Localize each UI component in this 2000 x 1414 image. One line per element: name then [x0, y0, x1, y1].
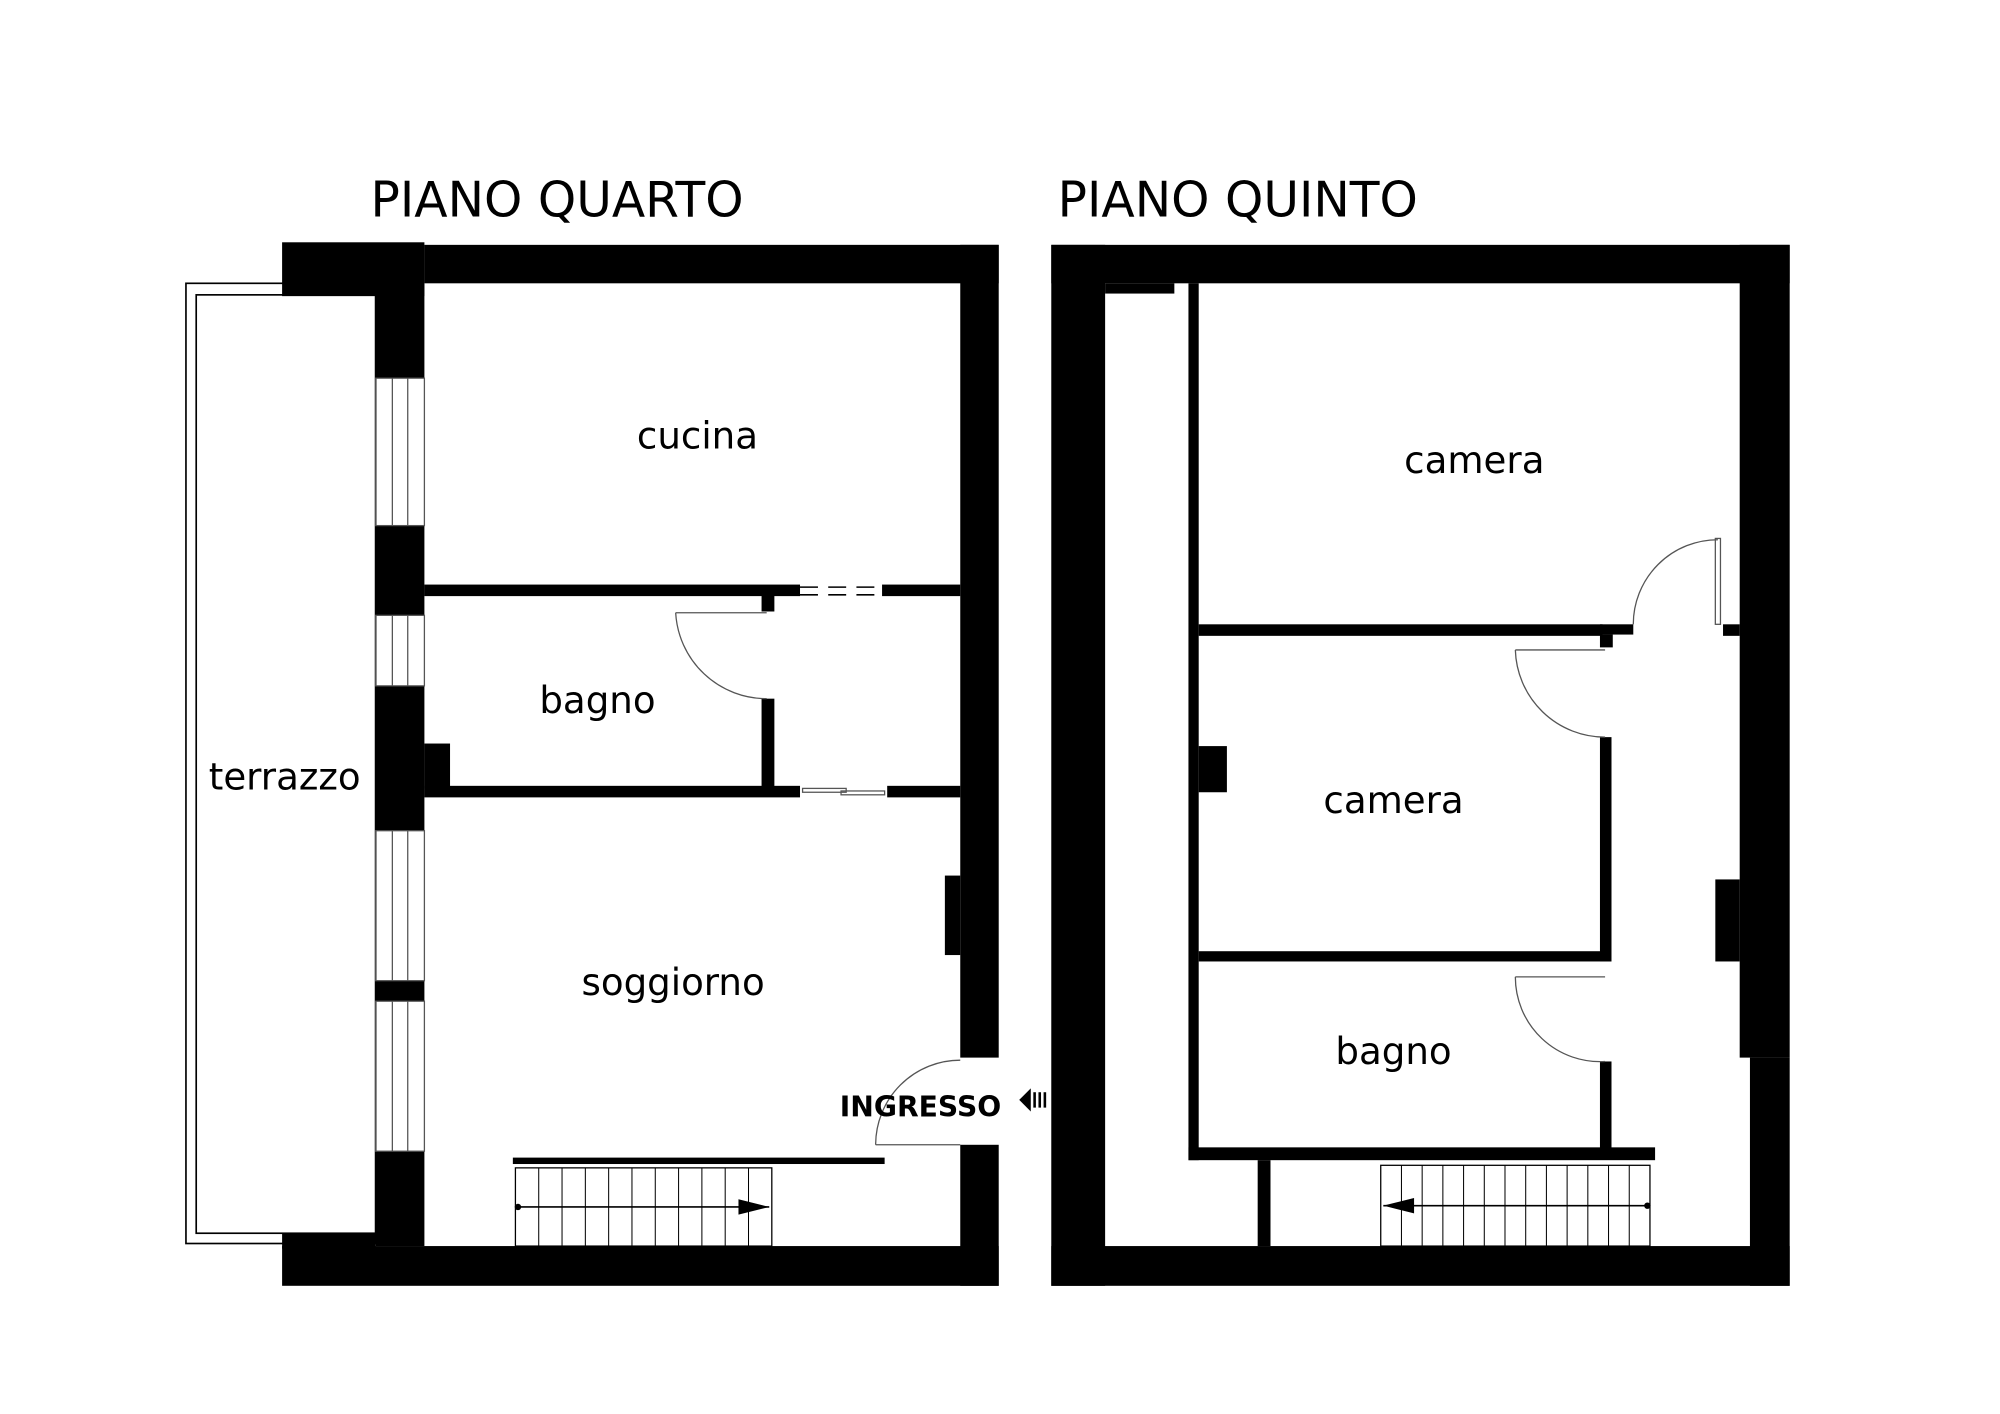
wall	[375, 1151, 425, 1247]
wall	[282, 1246, 999, 1286]
wall	[282, 1233, 376, 1249]
floor5-title: PIANO QUINTO	[1058, 173, 1418, 229]
stair-railing	[512, 1157, 885, 1165]
wall	[375, 525, 425, 616]
wall	[1599, 1061, 1612, 1152]
wall	[761, 698, 775, 789]
door-jamb	[1723, 624, 1740, 636]
wall	[1051, 244, 1790, 284]
wall	[424, 584, 801, 597]
fireplace	[944, 875, 961, 956]
floor5-plan: camera camera bagno	[1051, 244, 1790, 1286]
entrance-door[interactable]	[875, 1059, 961, 1146]
wall	[1188, 1147, 1656, 1161]
entrance-label: INGRESSO	[840, 1091, 1001, 1124]
stair-start-dot	[514, 1203, 522, 1211]
wall	[1599, 624, 1634, 635]
door-jamb	[761, 592, 775, 612]
room-label-terrace: terrazzo	[209, 755, 361, 799]
wall	[375, 980, 425, 1002]
staircase	[514, 1167, 773, 1247]
staircase	[1380, 1164, 1651, 1247]
wall	[960, 244, 999, 1058]
bedroom1-door[interactable]	[1632, 537, 1722, 625]
sliding-door	[801, 787, 886, 796]
wall	[1051, 1246, 1790, 1286]
wall	[882, 584, 961, 597]
wall	[1749, 1057, 1790, 1286]
wall	[375, 685, 425, 831]
room-label-bedroom2: camera	[1323, 778, 1463, 822]
floor4-title: PIANO QUARTO	[371, 173, 744, 229]
entrance-arrow-icon	[1019, 1088, 1047, 1112]
window	[375, 614, 426, 687]
floor4-plan: INGRESSO cucina bagno soggiorno terrazzo	[185, 242, 1047, 1286]
opening-dashed	[800, 586, 883, 596]
window	[375, 377, 426, 527]
bedroom2-door[interactable]	[1514, 649, 1606, 738]
wall	[1051, 244, 1106, 1286]
room-label-bathroom: bagno	[1335, 1029, 1451, 1073]
bathroom-door[interactable]	[1514, 976, 1606, 1063]
wall	[424, 244, 999, 284]
stair-arrow-icon	[738, 1199, 770, 1215]
wall	[1257, 1160, 1271, 1247]
window	[375, 1000, 426, 1152]
wall	[1105, 283, 1175, 294]
wall	[1198, 746, 1227, 793]
room-label-bathroom: bagno	[539, 678, 655, 722]
wall	[1739, 244, 1790, 1058]
wall	[1198, 624, 1603, 636]
wall	[424, 743, 451, 789]
window	[375, 830, 426, 982]
wall	[1599, 737, 1612, 962]
wall	[375, 283, 425, 379]
room-label-living: soggiorno	[581, 960, 764, 1004]
bathroom-door[interactable]	[675, 612, 767, 700]
wall	[1198, 951, 1612, 962]
room-label-kitchen: cucina	[637, 414, 758, 458]
room-label-bedroom1: camera	[1404, 438, 1544, 482]
wall	[887, 785, 961, 798]
door-jamb	[1599, 634, 1613, 648]
wall	[424, 785, 801, 798]
stair-start-dot	[1644, 1202, 1651, 1209]
stair-arrow-icon	[1383, 1197, 1415, 1214]
fireplace	[1715, 879, 1740, 962]
wall	[1188, 283, 1199, 1161]
